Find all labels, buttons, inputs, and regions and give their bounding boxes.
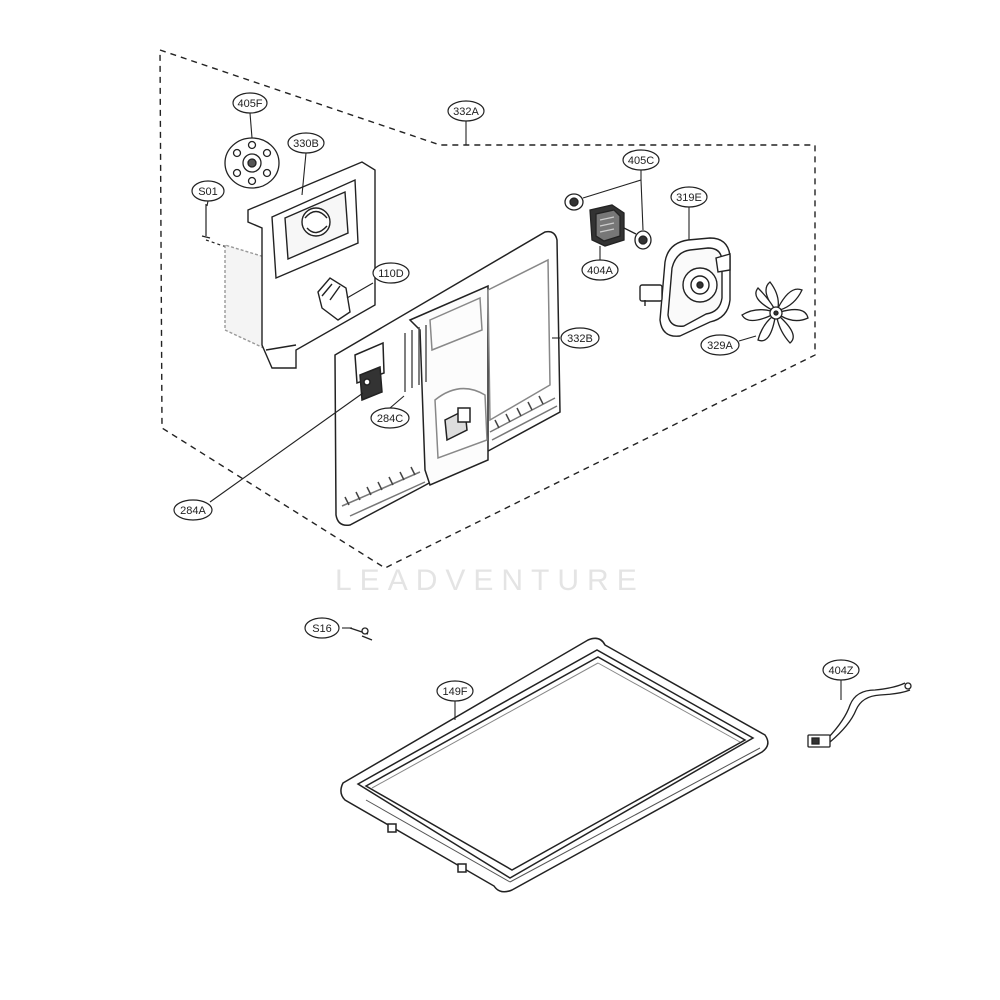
callout-S16: S16 <box>304 617 340 639</box>
callout-S01-label: S01 <box>198 186 218 198</box>
callout-329A-label: 329A <box>707 340 733 352</box>
callout-404A: 404A <box>581 259 619 281</box>
callout-405C: 405C <box>622 149 660 171</box>
watermark-text: LEADVENTURE <box>335 564 645 597</box>
part-404Z-harness <box>807 682 912 748</box>
callout-149F-label: 149F <box>442 686 467 698</box>
part-329A-fan <box>741 281 809 344</box>
assembly-boundary <box>159 49 816 569</box>
callout-404Z-label: 404Z <box>828 665 853 677</box>
callout-110D: 110D <box>372 262 410 284</box>
callout-330B-label: 330B <box>293 138 319 150</box>
callout-S01: S01 <box>191 180 225 202</box>
part-404A-motor <box>589 204 637 247</box>
callout-284C: 284C <box>370 407 410 429</box>
callout-319E: 319E <box>670 186 708 208</box>
part-319E-shroud <box>639 237 731 337</box>
part-S16-screw <box>349 627 373 641</box>
callout-330B: 330B <box>287 132 325 154</box>
part-332B-cover <box>334 230 561 527</box>
callout-149F: 149F <box>436 680 474 702</box>
callout-S16-label: S16 <box>312 623 332 635</box>
callout-332A: 332A <box>447 100 485 122</box>
callout-284A: 284A <box>173 499 213 521</box>
callout-110D-label: 110D <box>378 268 404 280</box>
part-330B-bracket <box>224 161 376 369</box>
leader-lines <box>206 112 842 720</box>
part-405F-disc <box>224 137 280 189</box>
part-149F-shelf <box>340 637 769 893</box>
callout-404Z: 404Z <box>822 659 860 681</box>
callout-329A: 329A <box>700 334 740 356</box>
callout-284A-label: 284A <box>180 505 206 517</box>
callout-332B-label: 332B <box>567 333 593 345</box>
callout-405F: 405F <box>232 92 268 114</box>
callout-284C-label: 284C <box>377 413 403 425</box>
part-405C-mounts <box>564 193 652 250</box>
callout-332A-label: 332A <box>453 106 479 118</box>
callout-405F-label: 405F <box>237 98 262 110</box>
callout-405C-label: 405C <box>628 155 654 167</box>
callout-404A-label: 404A <box>587 265 613 277</box>
callout-319E-label: 319E <box>676 192 702 204</box>
callout-332B: 332B <box>560 327 600 349</box>
